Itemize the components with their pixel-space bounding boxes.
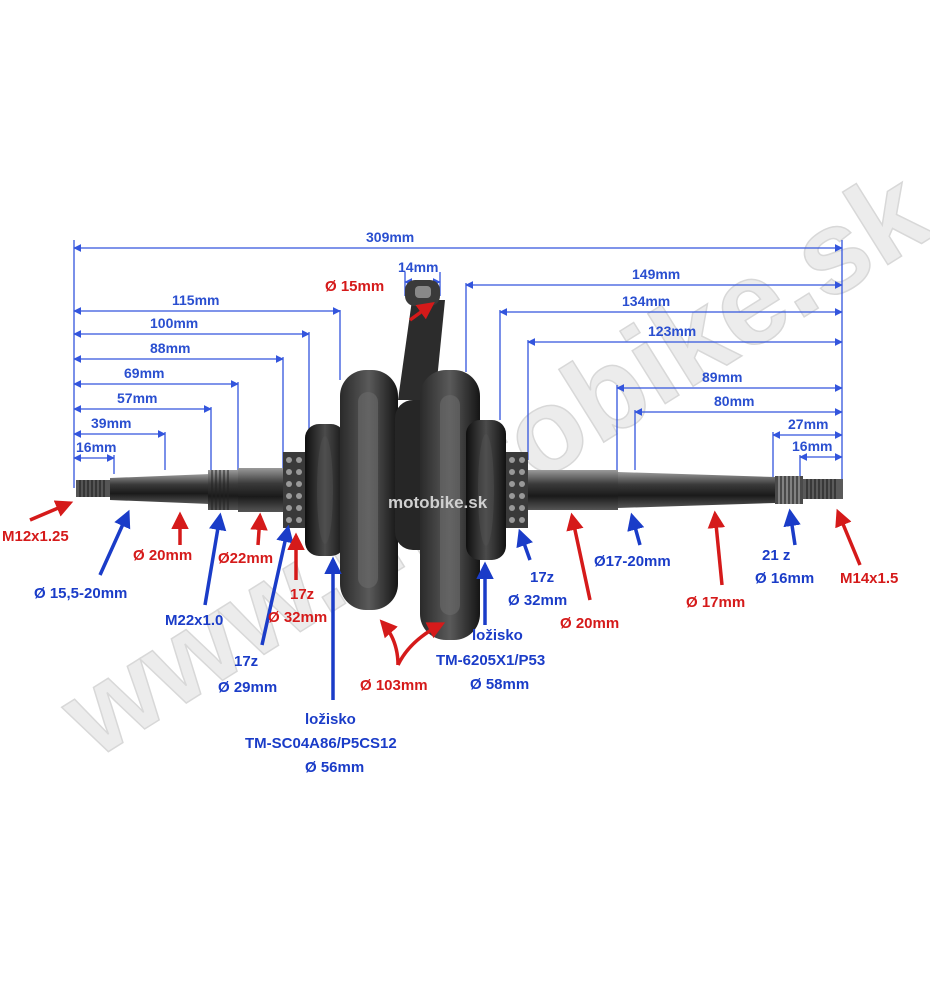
dim-100: 100mm — [150, 315, 198, 331]
dim-149: 149mm — [632, 266, 680, 282]
label-17z-left: 17z — [290, 586, 314, 603]
annotation-labels: Ø 15mm M12x1.25 Ø 15,5-20mm Ø 20mm M22x1… — [2, 278, 898, 776]
pointer-arrows — [29, 301, 862, 700]
dim-115: 115mm — [172, 292, 219, 308]
dim-14: 14mm — [398, 259, 438, 275]
dim-16-right: 16mm — [792, 438, 832, 454]
label-bearing-right-dia: Ø 58mm — [470, 676, 529, 693]
label-pin-dia: Ø 15mm — [325, 278, 384, 295]
label-dia-16: Ø 16mm — [755, 570, 814, 587]
right-spline — [775, 476, 803, 504]
dim-134: 134mm — [622, 293, 670, 309]
label-bearing-left-title: ložisko — [305, 711, 356, 728]
label-dia-17: Ø 17mm — [686, 594, 745, 611]
label-dia-32-left: Ø 32mm — [268, 609, 327, 626]
dimension-labels: 309mm 149mm 134mm 123mm 89mm 80mm 27mm 1… — [76, 229, 832, 455]
dim-39: 39mm — [91, 415, 131, 431]
dim-16-left: 16mm — [76, 439, 116, 455]
dim-309: 309mm — [366, 229, 414, 245]
dim-80: 80mm — [714, 393, 754, 409]
label-bearing-left-dia: Ø 56mm — [305, 759, 364, 776]
watermark-center: motobike.sk — [388, 493, 488, 512]
label-dia-103: Ø 103mm — [360, 677, 428, 694]
label-17z-right: 17z — [530, 569, 554, 586]
dimension-lines — [73, 240, 843, 488]
left-sprocket — [283, 452, 305, 528]
right-sprocket — [506, 452, 528, 528]
label-dia-22: Ø22mm — [218, 550, 273, 567]
label-dia-17-20: Ø17-20mm — [594, 553, 671, 570]
left-bearing — [305, 424, 345, 556]
label-m14: M14x1.5 — [840, 570, 898, 587]
label-dia-29: Ø 29mm — [218, 679, 277, 696]
left-shaft — [110, 474, 210, 504]
dim-88: 88mm — [150, 340, 190, 356]
dim-89: 89mm — [702, 369, 742, 385]
right-bearing — [466, 420, 506, 560]
label-21z: 21 z — [762, 547, 790, 564]
label-bearing-left-code: TM-SC04A86/P5CS12 — [245, 735, 397, 752]
label-dia-20-right: Ø 20mm — [560, 615, 619, 632]
label-17z-left2: 17z — [234, 653, 258, 670]
label-m22: M22x1.0 — [165, 612, 223, 629]
label-dia-20-left: Ø 20mm — [133, 547, 192, 564]
left-thread — [76, 480, 110, 497]
dim-69: 69mm — [124, 365, 164, 381]
right-shaft — [528, 470, 618, 510]
label-m12: M12x1.25 — [2, 528, 69, 545]
label-bearing-right-code: TM-6205X1/P53 — [436, 652, 545, 669]
crankshaft — [76, 280, 843, 640]
dim-57: 57mm — [117, 390, 157, 406]
dim-27: 27mm — [788, 416, 828, 432]
dim-123: 123mm — [648, 323, 696, 339]
label-bearing-right-title: ložisko — [472, 627, 523, 644]
label-dia-15-20: Ø 15,5-20mm — [34, 585, 127, 602]
label-dia-32-right: Ø 32mm — [508, 592, 567, 609]
